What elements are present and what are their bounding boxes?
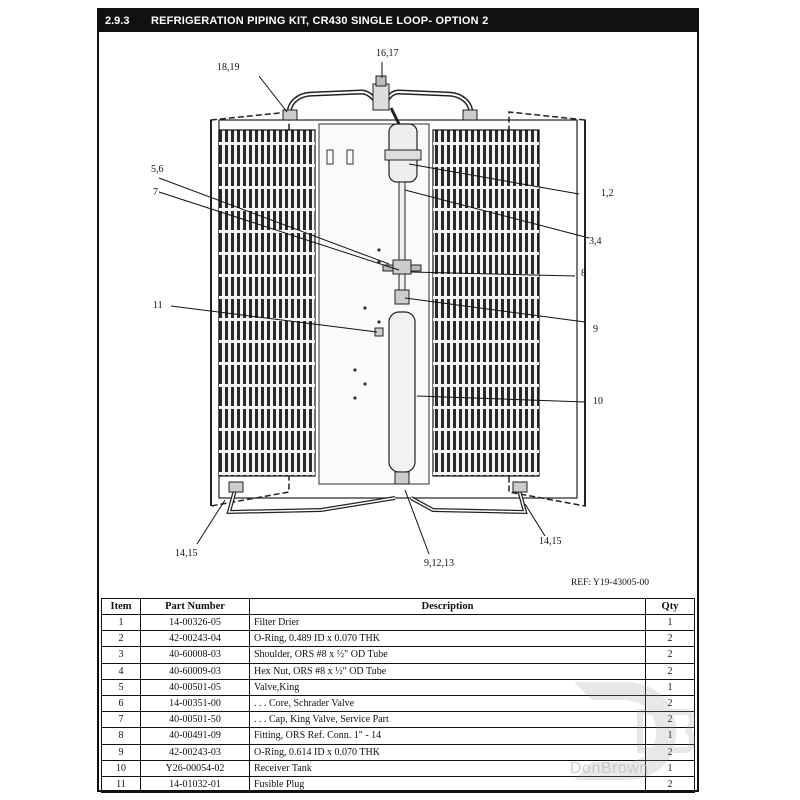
receiver-tank [374,311,416,485]
description-cell: Shoulder, ORS #8 x ½" OD Tube [249,646,646,664]
leader-lines [158,62,590,555]
top-piping [282,75,478,121]
parts-table-header-row: Item Part Number Description Qty [101,598,695,615]
document-frame: 2.9.3 REFRIGERATION PIPING KIT, CR430 SI… [97,8,699,794]
part-number-cell: 14-01032-01 [140,775,250,794]
item-cell: 5 [101,678,141,696]
piping-kit-drawing: 16,17 18,19 5,6 7 1,2 3,4 8 9 11 10 14,1… [99,32,697,600]
part-number-cell: 40-60009-03 [140,662,250,680]
callout-9-12-13: 9,12,13 [424,558,454,569]
item-cell: 7 [101,711,141,729]
item-cell: 8 [101,727,141,745]
part-number-cell: 40-60008-03 [140,646,250,664]
bottom-piping [226,481,528,515]
item-cell: 9 [101,743,141,761]
column-header-item: Item [101,598,141,615]
callout-11: 11 [153,300,163,311]
callout-14-15-left: 14,15 [175,548,198,559]
item-cell: 6 [101,694,141,713]
watermark-text: DonBrown [570,760,649,777]
part-number-cell: Y26-00054-02 [140,759,250,777]
section-number: 2.9.3 [105,15,130,27]
part-number-cell: 14-00351-00 [140,694,250,713]
item-cell: 3 [101,646,141,664]
item-cell: 11 [101,775,141,794]
callout-9: 9 [593,324,598,335]
item-cell: 1 [101,613,141,632]
item-cell: 10 [101,759,141,777]
callout-8: 8 [581,268,586,279]
column-header-description: Description [249,598,646,615]
part-number-cell: 40-00491-09 [140,727,250,745]
watermark-logo-icon [574,682,695,780]
right-condenser-coil [432,129,540,477]
callout-10: 10 [593,396,603,407]
assembly-illustration [158,62,590,555]
part-number-cell: 14-00326-05 [140,613,250,632]
callout-5-6: 5,6 [151,164,164,175]
qty-cell: 1 [645,613,695,632]
callout-3-4: 3,4 [589,236,602,247]
item-cell: 4 [101,662,141,680]
callout-18-19: 18,19 [217,62,240,73]
qty-cell: 2 [645,630,695,648]
callout-1-2: 1,2 [601,188,614,199]
section-title: REFRIGERATION PIPING KIT, CR430 SINGLE L… [151,15,489,27]
description-cell: O-Ring, 0.489 ID x 0.070 THK [249,630,646,648]
callout-14-15-right: 14,15 [539,536,562,547]
part-number-cell: 40-00501-50 [140,711,250,729]
left-condenser-coil [218,129,316,477]
part-number-cell: 42-00243-04 [140,630,250,648]
callout-16-17: 16,17 [376,48,399,59]
description-cell: Filter Drier [249,613,646,632]
column-header-qty: Qty [645,598,695,615]
callout-7: 7 [153,187,158,198]
part-number-cell: 42-00243-03 [140,743,250,761]
qty-cell: 2 [645,646,695,664]
qty-cell: 2 [645,775,695,794]
reference-number: REF: Y19-43005-00 [570,578,649,588]
filter-drier [382,107,422,305]
part-number-cell: 40-00501-05 [140,678,250,696]
item-cell: 2 [101,630,141,648]
column-header-part-number: Part Number [140,598,250,615]
section-header: 2.9.3 REFRIGERATION PIPING KIT, CR430 SI… [99,10,697,32]
description-cell: Fusible Plug [249,775,646,794]
